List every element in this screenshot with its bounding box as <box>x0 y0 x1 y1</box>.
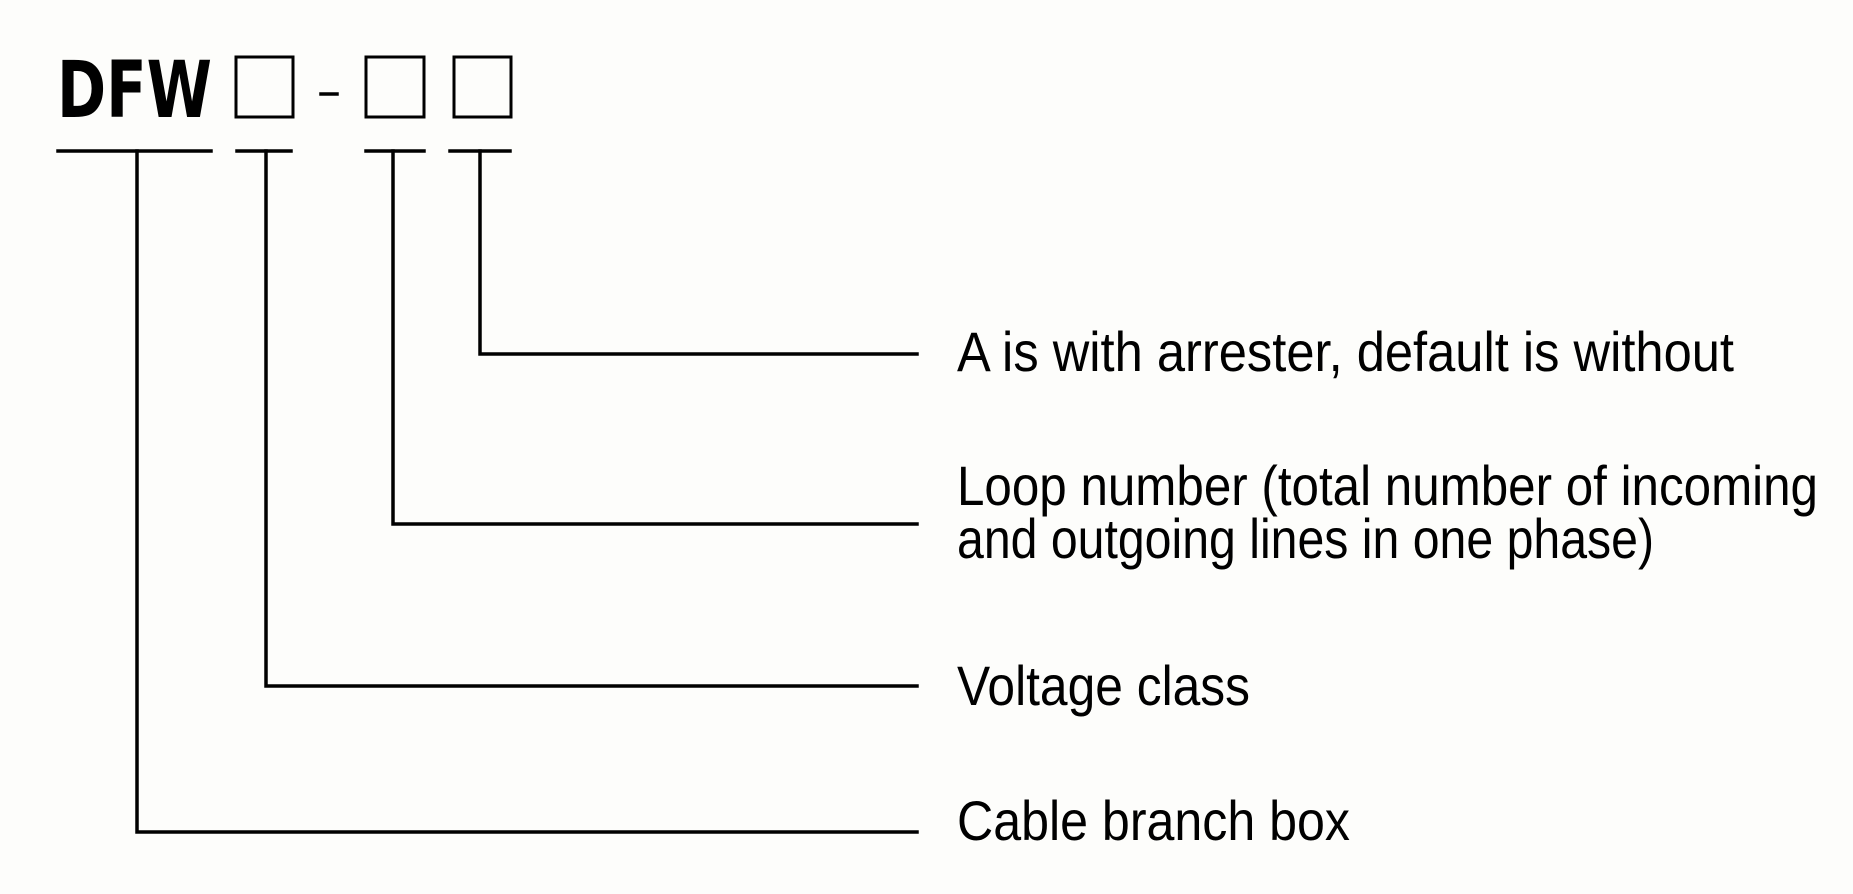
placeholder-box-3-icon <box>452 55 513 119</box>
label-loop-number-line-1: Loop number (total number of incoming <box>957 454 1818 517</box>
placeholder-box-1-icon <box>234 55 295 119</box>
label-arrester: A is with arrester, default is without <box>957 320 1734 383</box>
label-voltage-class: Voltage class <box>957 654 1250 717</box>
leader-line-cable-branch-box <box>135 149 919 834</box>
leader-line-arrester <box>478 149 919 356</box>
code-prefix: DFW <box>57 46 212 136</box>
leader-line-voltage-class <box>264 149 919 688</box>
label-cable-branch-box: Cable branch box <box>957 789 1350 852</box>
placeholder-box-2-icon <box>364 55 426 119</box>
label-loop-number-line-2: and outgoing lines in one phase) <box>957 507 1654 570</box>
leader-line-loop-number <box>391 149 919 526</box>
